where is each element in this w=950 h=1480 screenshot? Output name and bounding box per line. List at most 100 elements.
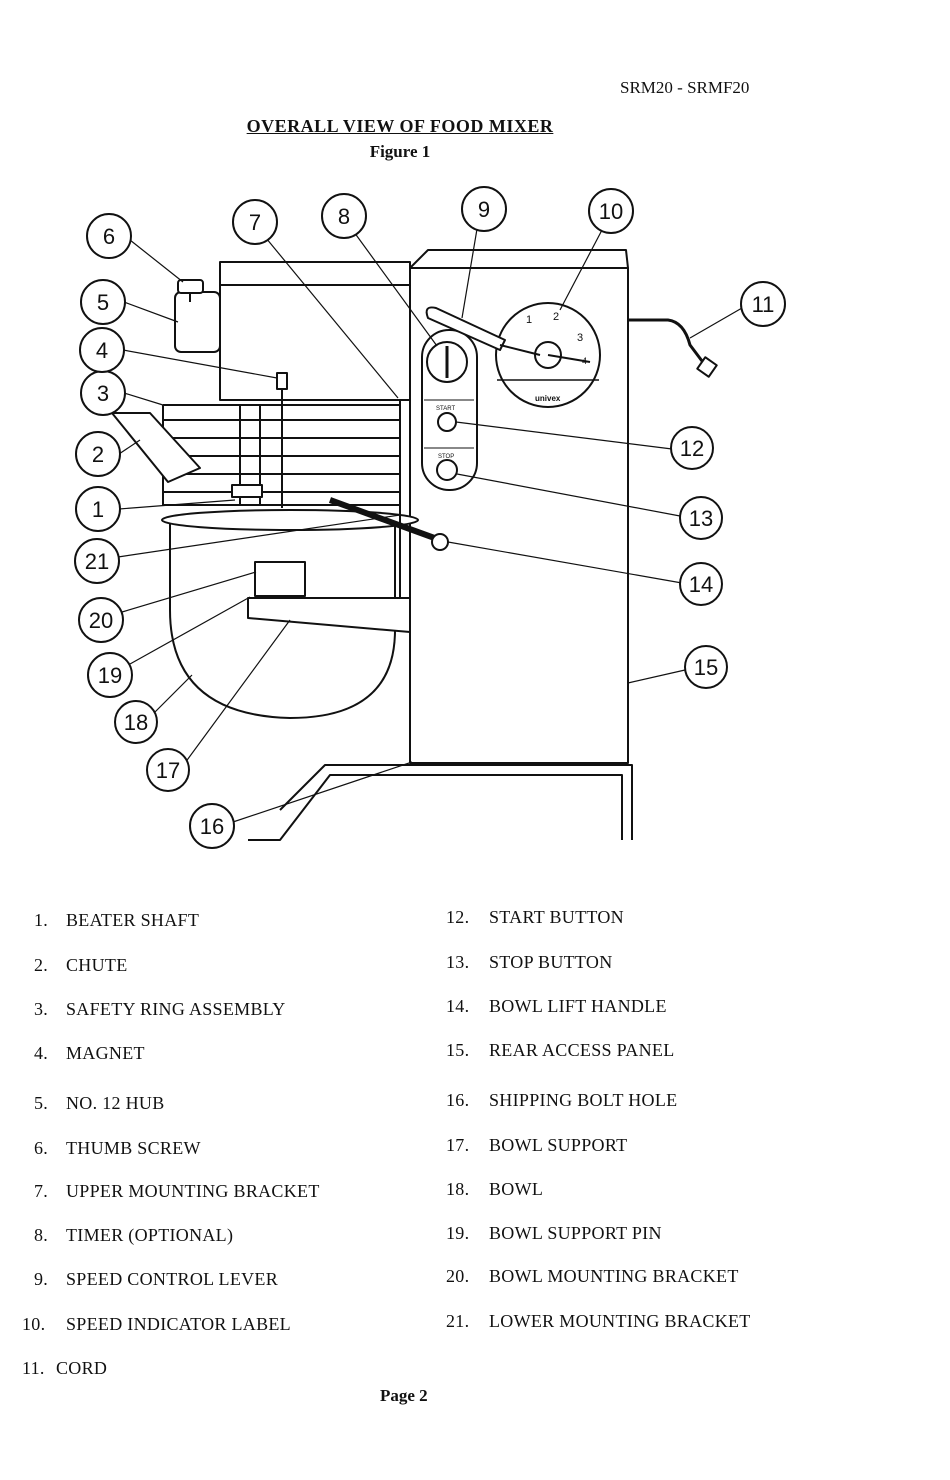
legend-number: 7. [34,1181,49,1201]
callout-number-2: 2 [92,442,104,467]
legend-label: CHUTE [66,955,128,975]
legend-label: STOP BUTTON [489,952,613,972]
callout-circle-2 [75,431,121,477]
legend-label: UPPER MOUNTING BRACKET [66,1181,320,1201]
callout-circle-12 [670,426,714,470]
brand-label: univex [535,394,561,403]
dial-number-4: 4 [582,356,587,366]
hub-housing [174,291,221,353]
legend-item-left: 4. MAGNET [34,1043,145,1064]
legend-number: 20. [446,1266,470,1286]
callout-number-18: 18 [124,710,148,735]
legend-item-right: 12.START BUTTON [446,907,624,928]
callout-number-3: 3 [97,381,109,406]
callout-number-19: 19 [98,663,122,688]
panel-stop-label: STOP [438,454,454,460]
panel-start-label: START [436,406,455,412]
legend-label: SPEED INDICATOR LABEL [66,1314,291,1334]
callout-circle-20 [78,597,124,643]
bowl-mounting-bracket [254,561,306,597]
legend-label: START BUTTON [489,907,624,927]
legend-label: SPEED CONTROL LEVER [66,1269,279,1289]
callout-number-7: 7 [249,210,261,235]
legend-label: REAR ACCESS PANEL [489,1040,675,1060]
legend-label: TIMER (OPTIONAL) [66,1225,234,1245]
legend-item-right: 13. STOP BUTTON [446,952,613,973]
legend-item-right: 20. BOWL MOUNTING BRACKET [446,1266,739,1287]
callout-circle-10 [588,188,634,234]
callout-number-14: 14 [689,572,713,597]
callout-number-10: 10 [599,199,623,224]
legend-label: BEATER SHAFT [66,910,200,930]
legend-item-left: 11. CORD [22,1358,107,1379]
legend-number: 15. [446,1040,470,1060]
legend-number: 4. [34,1043,49,1063]
legend-number: 13. [446,952,470,972]
bowl-rim [161,509,419,531]
legend-label: BOWL SUPPORT [489,1135,628,1155]
dial-number-3: 3 [577,332,583,344]
legend-item-right: 19. BOWL SUPPORT PIN [446,1223,662,1244]
legend-label: BOWL MOUNTING BRACKET [489,1266,739,1286]
legend-number: 10. [22,1314,46,1334]
callout-number-17: 17 [156,758,180,783]
callout-number-4: 4 [96,338,108,363]
bowl-lift-handle [328,497,442,543]
legend-item-right: 17. BOWL SUPPORT [446,1135,627,1156]
legend-item-left: 3.SAFETY RING ASSEMBLY [34,999,286,1020]
motor-head [219,284,411,401]
thumb-screw [177,279,204,294]
callout-circle-19 [87,652,133,698]
power-cord [628,318,707,366]
page-title: OVERALL VIEW OF FOOD MIXER [246,116,554,136]
legend-label: CORD [56,1358,108,1378]
chute [111,412,201,483]
legend-item-left: 6.THUMB SCREW [34,1138,201,1159]
legend-item-left: 10. SPEED INDICATOR LABEL [22,1314,291,1335]
callout-circle-18 [114,700,158,744]
legend-number: 5. [34,1093,49,1113]
page-number: Page 2 [380,1386,428,1405]
legend-label: NO. 12 HUB [66,1093,165,1113]
legend-label: BOWL [489,1179,544,1199]
legend-label: BOWL LIFT HANDLE [489,996,667,1016]
callout-number-1: 1 [92,497,104,522]
legend-item-left: 7. UPPER MOUNTING BRACKET [34,1181,320,1202]
legend-label: THUMB SCREW [66,1138,201,1158]
figure-caption: Figure 1 [369,142,431,161]
legend-number: 8. [34,1225,49,1245]
legend-number: 9. [34,1269,49,1289]
callout-circle-11 [740,281,786,327]
legend-label: MAGNET [66,1043,145,1063]
dial-number-2: 2 [553,311,559,323]
callout-circle-9 [461,186,507,232]
callout-circle-7 [232,199,278,245]
legend-number: 21. [446,1311,470,1331]
callout-number-20: 20 [89,608,113,633]
callout-circle-21 [74,538,120,584]
callout-number-15: 15 [694,655,718,680]
callout-number-11: 11 [752,292,775,317]
legend-item-left: 2.CHUTE [34,955,128,976]
legend-label: LOWER MOUNTING BRACKET [489,1311,751,1331]
callout-circle-4 [79,327,125,373]
callout-circle-13 [679,496,723,540]
legend-item-right: 15. REAR ACCESS PANEL [446,1040,675,1061]
legend-number: 11. [22,1358,45,1378]
legend-label: SAFETY RING ASSEMBLY [66,999,286,1019]
legend-number: 17. [446,1135,470,1155]
callout-circle-17 [146,748,190,792]
callout-number-12: 12 [680,436,704,461]
speed-control-lever [425,306,506,351]
head-top [219,261,411,286]
legend-label: BOWL SUPPORT PIN [489,1223,662,1243]
callout-circle-5 [80,279,126,325]
callout-circle-1 [75,486,121,532]
legend-number: 19. [446,1223,470,1243]
callout-circle-14 [679,562,723,606]
callout-number-13: 13 [689,506,713,531]
callout-circle-8 [321,193,367,239]
callout-number-6: 6 [103,224,115,249]
callout-number-21: 21 [85,549,109,574]
